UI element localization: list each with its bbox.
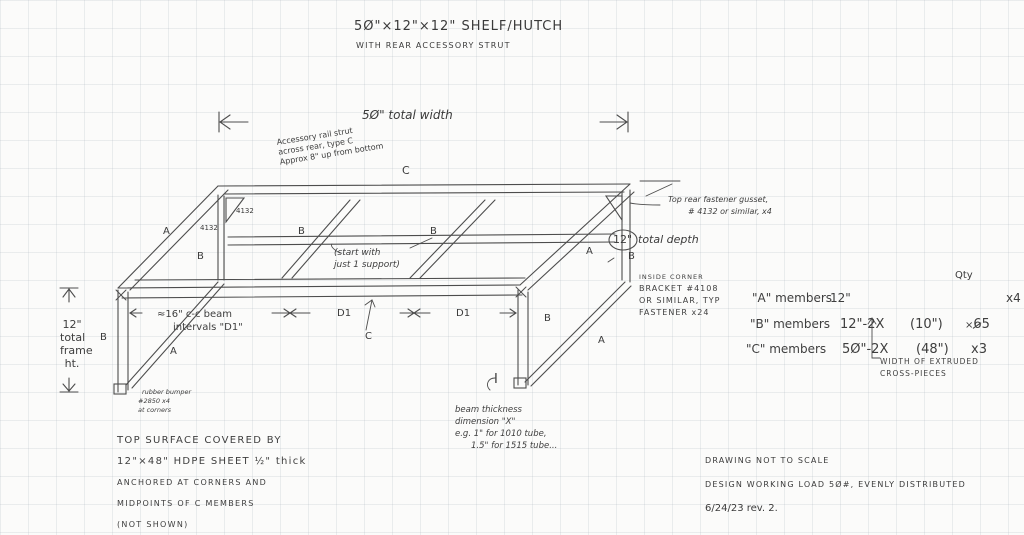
drawing-subtitle: WITH REAR ACCESSORY STRUT (356, 41, 511, 50)
total-depth-value: 12" (613, 233, 633, 246)
beam-thickness-line-1: beam thickness (455, 405, 522, 415)
bom-row-a-label: "A" members (752, 291, 833, 305)
beam-interval-line-1: ≈16" c-c beam (157, 309, 233, 320)
not-to-scale-note: DRAWING NOT TO SCALE (705, 456, 830, 465)
top-surface-line-2: 12"×48" HDPE SHEET ½" thick (117, 456, 307, 467)
bom-x-note-line-2: CROSS-PIECES (880, 369, 947, 378)
rear-gusset-note: Top rear fastener gusset, # 4132 or simi… (668, 194, 772, 218)
member-label-b-rear-left: B (197, 251, 204, 262)
top-surface-line-4: MIDPOINTS OF C MEMBERS (117, 499, 255, 508)
drawing-title: 5Ø"×12"×12" SHELF/HUTCH (354, 19, 564, 34)
beam-interval-line-2: intervals "D1" (173, 322, 243, 333)
inside-bracket-line-1: INSIDE CORNER (639, 273, 704, 281)
total-width-label: 5Ø" total width (362, 108, 453, 122)
frame-height-label: 12" total frame ht. (60, 318, 93, 370)
d1-interval-label-2: D1 (456, 308, 471, 319)
bom-row-c-length: 5Ø"-2X (842, 342, 889, 357)
member-label-a-top-left: A (163, 226, 170, 237)
bom-row-c-qty: x3 (971, 342, 987, 357)
rubber-bumper-note: rubber bumper #2850 x4 at corners (134, 388, 191, 415)
start-support-line-1: (start with (334, 248, 381, 258)
d1-interval-arrows (129, 308, 517, 318)
b-cross-member-1 (281, 199, 361, 279)
b-cross-member-2 (409, 199, 496, 279)
leader-arrows (331, 180, 881, 391)
member-label-c-front: C (365, 331, 372, 342)
frame-height-value: 12" (62, 318, 82, 331)
left-front-leg (113, 289, 129, 395)
depth-circle (608, 229, 638, 251)
top-surface-line-3: ANCHORED AT CORNERS AND (117, 478, 268, 487)
member-label-a-bottom-left: A (170, 346, 177, 357)
bumper-line-3: at corners (138, 406, 171, 414)
rear-gusset-line-1: Top rear fastener gusset, (668, 195, 769, 204)
member-label-b-front-left: B (100, 332, 107, 343)
beam-thickness-line-2: dimension "X" (455, 417, 516, 427)
right-bottom-a-member (524, 281, 632, 387)
date-revision: 6/24/23 rev. 2. (705, 503, 778, 514)
part-4132-label-b: 4132 (200, 224, 218, 232)
frame-height-word-2: frame (60, 344, 93, 357)
bumper-line-1: rubber bumper (142, 388, 192, 396)
rear-accessory-strut (227, 233, 616, 246)
inside-bracket-note: INSIDE CORNER BRACKET #4108 OR SIMILAR, … (639, 271, 720, 319)
width-dimension-arrows (218, 111, 629, 133)
bom-row-a-length: 12" (830, 291, 851, 305)
right-front-leg (513, 289, 529, 389)
bom-row-b-qty-struck: 6 (973, 317, 982, 332)
bom-row-c-net: (48") (916, 342, 949, 357)
top-rear-c-label: C (402, 164, 410, 177)
top-surface-note: TOP SURFACE COVERED BY 12"×48" HDPE SHEE… (117, 430, 307, 535)
part-4132-label-a: 4132 (236, 207, 254, 215)
bom-row-c: "C" members 5Ø"-2X (48") x3 (746, 342, 987, 357)
rear-top-c-member (217, 183, 631, 195)
bom-row-b-net: (10") (910, 317, 943, 332)
inside-bracket-line-4: FASTENER x24 (639, 308, 710, 317)
beam-thickness-note: beam thickness dimension "X" e.g. 1" for… (455, 404, 557, 452)
bom-row-a: "A" members 12" x4 (752, 291, 1021, 305)
top-surface-line-1: TOP SURFACE COVERED BY (117, 435, 282, 446)
frame-height-word-1: total (60, 331, 86, 344)
member-label-a-top-right: A (586, 246, 593, 257)
corner-joint-marks (115, 286, 527, 301)
inside-bracket-line-3: OR SIMILAR, TYP (639, 296, 721, 305)
frame-height-word-3: ht. (64, 357, 80, 370)
right-gusset (604, 195, 623, 222)
start-support-line-2: just 1 support) (334, 260, 400, 270)
bom-row-b: "B" members 12"-2X (10") × 6 5 (750, 317, 990, 332)
left-rear-leg (217, 194, 225, 281)
member-label-a-bottom-right: A (598, 335, 605, 346)
beam-interval-note: ≈16" c-c beam intervals "D1" (157, 308, 243, 334)
member-label-b-rear-right: B (628, 251, 635, 262)
left-top-a-member (117, 185, 229, 291)
total-depth-label: total depth (638, 233, 699, 246)
rear-gusset-line-2: # 4132 or similar, x4 (688, 207, 772, 216)
top-surface-line-5: (NOT SHOWN) (117, 520, 189, 529)
beam-thickness-line-4: 1.5" for 1515 tube... (471, 441, 558, 451)
design-load-note: DESIGN WORKING LOAD 5Ø#, EVENLY DISTRIBU… (705, 480, 966, 489)
beam-thickness-symbol: I (494, 372, 498, 387)
member-label-b-1: B (298, 226, 305, 237)
start-support-note: (start with just 1 support) (334, 247, 400, 271)
member-label-b-front-right: B (544, 313, 551, 324)
bumper-line-2: #2850 x4 (138, 397, 171, 405)
d1-interval-label-1: D1 (337, 308, 352, 319)
left-gusset (225, 197, 246, 224)
bom-row-c-label: "C" members (746, 342, 827, 356)
height-dimension-arrows (59, 287, 79, 393)
front-top-c-member (117, 277, 526, 299)
bom-row-b-qty: 5 (981, 317, 990, 332)
inside-bracket-line-2: BRACKET #4108 (639, 284, 719, 293)
left-bottom-a-member (125, 281, 225, 389)
bom-row-b-length: 12"-2X (840, 317, 885, 332)
bom-x-note-line-1: WIDTH OF EXTRUDED (880, 357, 979, 366)
bom-row-b-label: "B" members (750, 317, 831, 331)
member-label-b-2: B (430, 226, 437, 237)
bom-row-a-qty: x4 (1006, 291, 1021, 305)
beam-thickness-line-3: e.g. 1" for 1010 tube, (455, 429, 547, 439)
bom-x-note: WIDTH OF EXTRUDED CROSS-PIECES (880, 356, 979, 380)
bom-qty-header: Qty (955, 270, 973, 281)
